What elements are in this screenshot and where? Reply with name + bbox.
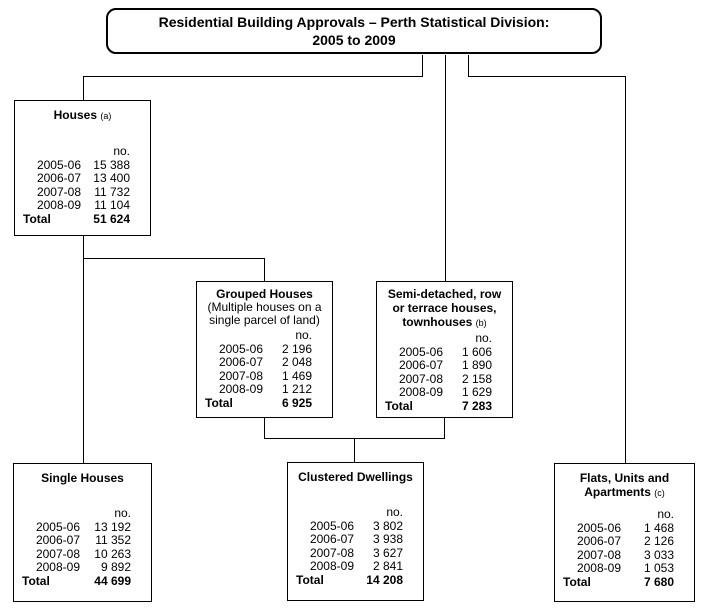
semi-detached-box: Semi-detached, row or terrace houses, to… [376, 281, 513, 418]
houses-box-title: Houses (a) [53, 108, 112, 122]
connector-grouped-branch [83, 258, 264, 259]
unit-row: no. [197, 328, 332, 343]
unit-label: no. [386, 505, 403, 519]
connector-clustered-drop [354, 438, 355, 462]
grouped-houses-box: Grouped Houses (Multiple houses on a sin… [196, 281, 333, 418]
unit-label: no. [295, 328, 312, 342]
diagram-title-line2: 2005 to 2009 [312, 32, 396, 48]
grouped-houses-box-subtitle: (Multiple houses on a single parcel of l… [207, 300, 322, 327]
flats-units-apartments-box-title: Flats, Units and Apartments (c) [579, 471, 670, 499]
title-box: Residential Building Approvals – Perth S… [106, 8, 602, 54]
grouped-houses-box-title: Grouped Houses [216, 287, 313, 301]
connector-grouped-drop [264, 258, 265, 281]
connector-title-left-drop [422, 55, 423, 77]
unit-row: no. [377, 331, 512, 346]
footnote-marker-a: (a) [100, 111, 112, 121]
unit-label: no. [113, 144, 130, 158]
unit-label: no. [114, 506, 131, 520]
footnote-marker-c: (c) [654, 488, 665, 498]
connector-grouped-down [264, 418, 265, 439]
unit-label: no. [475, 331, 492, 345]
connector-houses-drop [83, 76, 84, 100]
connector-right-branch [468, 76, 626, 77]
connector-semi-down [444, 418, 445, 439]
connector-houses-to-single [83, 236, 84, 463]
unit-label: no. [657, 507, 674, 521]
connector-title-right-drop [468, 55, 469, 77]
connector-title-to-semi [445, 55, 446, 281]
flats-units-apartments-box: Flats, Units and Apartments (c) no. 2005… [554, 463, 695, 602]
footnote-marker-b: (b) [475, 318, 487, 328]
unit-row: no. [555, 507, 694, 522]
clustered-dwellings-box-title: Clustered Dwellings [298, 470, 413, 484]
single-houses-box-title: Single Houses [41, 471, 124, 485]
diagram-title: Residential Building Approvals – Perth S… [159, 13, 550, 49]
diagram-title-line1: Residential Building Approvals – Perth S… [158, 14, 550, 30]
unit-row: no. [14, 506, 151, 521]
unit-row: no. [15, 144, 150, 159]
connector-flats-drop [625, 76, 626, 463]
semi-detached-box-title: Semi-detached, row or terrace houses, to… [387, 287, 502, 329]
unit-row: no. [288, 505, 423, 520]
connector-left-branch [83, 76, 423, 77]
